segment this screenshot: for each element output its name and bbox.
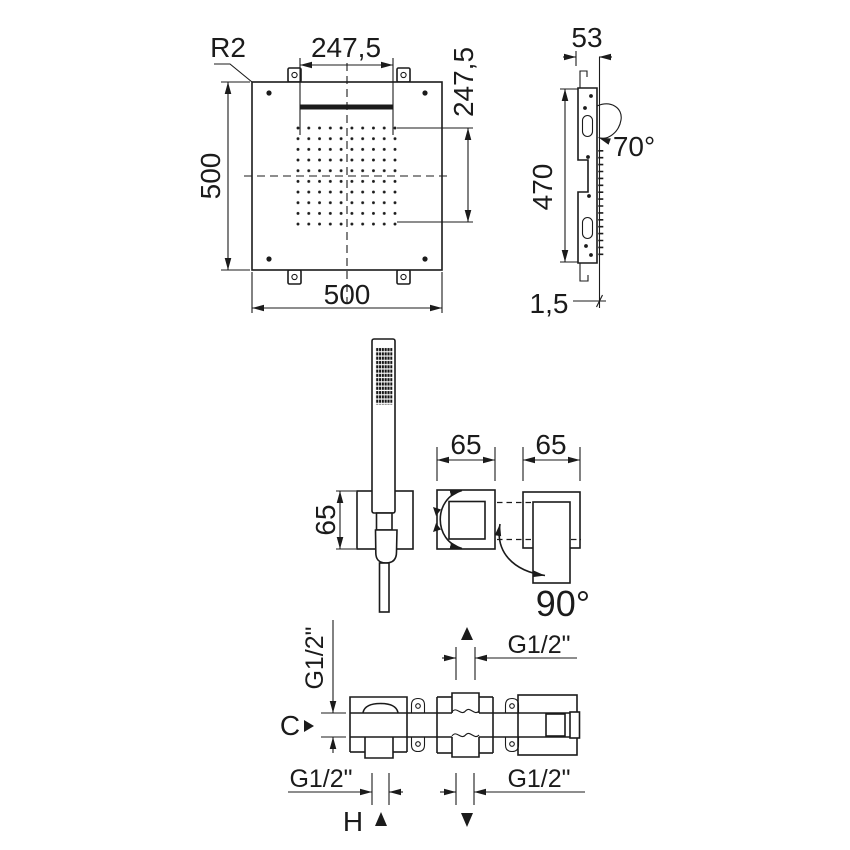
- dim-cold-inlet: G1/2" C: [280, 620, 346, 753]
- bracket-size-label: 65: [310, 504, 341, 535]
- cold-label: C: [280, 710, 300, 741]
- rotation-chevron-down-icon: [433, 507, 441, 516]
- grid-height-label: 247,5: [448, 47, 479, 117]
- tab-bottom-left: [287, 269, 302, 285]
- break-squiggle-bottom: [451, 732, 480, 738]
- side-view: 70° 53 470 1,5: [527, 22, 655, 319]
- dim-hot-inlet: G1/2" H: [288, 765, 403, 837]
- top-outlet-port: [451, 692, 480, 713]
- tab-top-right: [396, 67, 411, 83]
- hot-inlet-port: [364, 737, 394, 759]
- profile-screws: [583, 94, 593, 257]
- volume-control-plate: [436, 489, 496, 550]
- hose-bell: [374, 529, 398, 564]
- spray-angle-label: 70°: [613, 131, 655, 162]
- hose-tube: [378, 562, 390, 613]
- profile-height-label: 470: [527, 164, 558, 211]
- front-view: R2 247,5 500 500 247,5: [195, 32, 479, 313]
- top-outlet-thread-label: G1/2": [507, 631, 570, 659]
- dim-profile-height: 470: [527, 88, 578, 263]
- panel-profile: [577, 87, 598, 264]
- break-squiggle-top: [451, 708, 480, 714]
- slot-lower: [581, 216, 594, 240]
- top-hook: [579, 70, 588, 88]
- mixer-handle: [532, 501, 571, 584]
- dim-depth: 53: [563, 22, 612, 66]
- hot-flow-up-icon: [375, 812, 387, 826]
- flow-up-icon: [461, 627, 473, 640]
- pipe-end-cap: [569, 711, 581, 739]
- left-valve-block: [349, 696, 408, 759]
- panel-width-label: 500: [324, 279, 371, 310]
- spout-outlet: [545, 713, 566, 737]
- protrusion-label: 1,5: [530, 288, 569, 319]
- tab-hole-icon: [400, 71, 407, 79]
- valve-dome: [362, 702, 399, 713]
- tab-top-left: [287, 67, 302, 83]
- slot-width-label: 247,5: [311, 32, 381, 63]
- volume-control-knob: [448, 500, 486, 540]
- bottom-outlet-port: [451, 737, 480, 758]
- depth-label: 53: [571, 22, 602, 53]
- dim-panel-height: 500: [195, 81, 250, 271]
- tab-hole-icon: [400, 273, 407, 281]
- cold-inlet-thread-label: G1/2": [301, 626, 329, 689]
- corner-radius-label: R2: [210, 32, 246, 63]
- tab-bottom-right: [396, 269, 411, 285]
- hot-inlet-thread-label: G1/2": [289, 765, 352, 793]
- volume-width-label: 65: [450, 429, 481, 460]
- bottom-outlet-thread-label: G1/2": [507, 765, 570, 793]
- handle-rotation-arrow: [494, 523, 546, 578]
- dim-bracket: 65: [310, 490, 356, 550]
- slot-upper: [581, 114, 594, 138]
- valve-pipe: [350, 708, 579, 738]
- dim-top-outlet: G1/2": [442, 627, 577, 680]
- hand-shower-view: 65: [310, 338, 414, 613]
- radius-leader-line: [214, 63, 253, 83]
- rotation-arrow: [439, 489, 463, 550]
- flow-down-icon: [461, 813, 473, 827]
- panel-height-label: 500: [195, 153, 226, 200]
- mixer-width-label: 65: [535, 429, 566, 460]
- tab-hole-icon: [291, 273, 298, 281]
- right-valve-block: [517, 694, 578, 756]
- center-valve-block: [436, 692, 494, 758]
- bottom-hook: [579, 263, 589, 282]
- rotation-chevron-up-icon: [433, 523, 441, 532]
- handshower-spray-face: [375, 347, 393, 405]
- hot-label: H: [343, 806, 363, 837]
- dim-volume-width: 65: [436, 429, 496, 481]
- valve-view: G1/2" C G1/2" G1/2" H: [280, 620, 585, 837]
- tab-hole-icon: [291, 71, 298, 79]
- dim-bottom-outlet: G1/2": [440, 765, 585, 827]
- handle-rotation-label: 90°: [536, 583, 590, 624]
- tilt-arc: [596, 103, 622, 145]
- handshower-neck: [375, 512, 393, 531]
- dim-panel-width: 500: [251, 272, 443, 313]
- cold-pointer-icon: [304, 720, 314, 732]
- dim-protrusion: 1,5: [530, 288, 606, 319]
- dim-grid-height: 247,5: [397, 47, 479, 223]
- corner-screws: [266, 90, 428, 262]
- dim-slot-width: 247,5: [299, 32, 394, 135]
- dim-mixer-width: 65: [522, 429, 581, 481]
- flange-ears: [410, 697, 520, 753]
- controls-view: 65 65 90°: [433, 429, 590, 624]
